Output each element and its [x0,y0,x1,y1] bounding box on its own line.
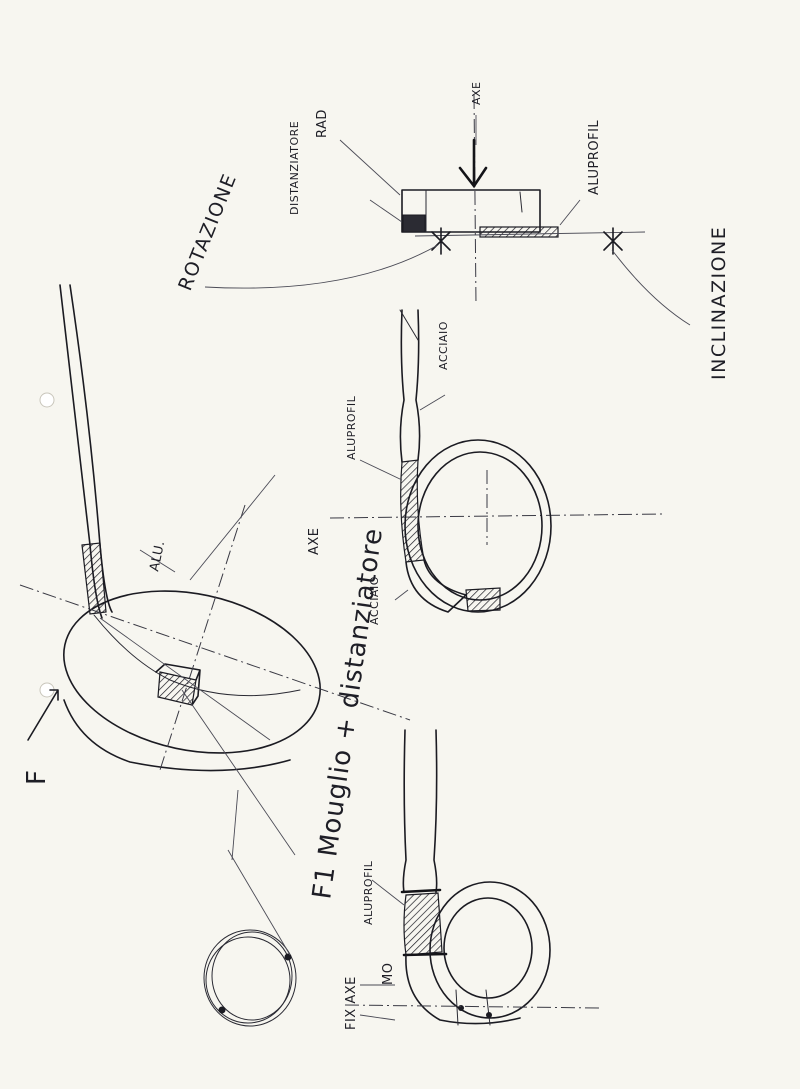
label-handwritten-caption: F1 Mouglio + distanziatore [307,526,389,901]
mid-axis-line [329,513,663,519]
small-circle-outer [203,929,297,1027]
label-aluprofil-top: ALUPROFIL [587,120,602,195]
aluprofil-strip [479,226,559,238]
aluprofil-perspective [81,542,107,615]
bottom-inner-ring [443,897,533,999]
label-force-symbol: F [22,769,52,785]
label-axe-top: AXE [470,81,483,105]
middle-ring-detail [329,309,663,613]
label-distanziatore-top: DISTANZIATORE [288,121,301,215]
punch-holes [39,392,55,698]
rope-band-top [400,888,442,894]
label-fix-axe: FIX AXE [344,976,359,1030]
outer-ring [404,439,552,613]
top-axis-line [473,94,477,306]
label-acciaio-mid: ACCIAIO [437,321,450,370]
label-aluprofil-bottom: ALUPROFIL [362,860,375,925]
label-rad: RAD [315,109,330,138]
distanziatore-block [402,214,426,233]
small-circle-dot-right [284,953,292,961]
bottom-outer-ring [429,881,551,1019]
small-circle-sketch [203,789,297,1027]
label-mo: MO [381,963,396,985]
force-arrow-icon [27,689,59,741]
label-acciaio-low: ACCIAIO [368,576,381,625]
perspective-wheel-sketch [19,284,411,856]
bottom-ring-detail [344,729,601,1026]
label-aluprofil-mid: ALUPROFIL [345,395,358,460]
binder-hole-top-icon [39,392,55,408]
label-rotazione: ROTAZIONE [174,170,241,294]
rope-band-bottom [402,952,448,957]
wheel-ellipse [63,590,321,754]
aluprofil-bottom [403,892,443,956]
label-axe-mid: AXE [307,527,322,555]
bottom-axis-line [344,1004,601,1009]
rope-bottom-left [402,729,407,893]
inner-ring [417,451,543,601]
small-circle-dot-left [218,1006,226,1014]
label-alu-perspective: ALU. [147,539,168,573]
clamp-block-mid [465,587,501,612]
pivot-right-icon [603,227,623,255]
label-inclinazione: INCLINAZIONE [708,226,730,380]
top-section-detail [204,94,691,326]
rope-left-edge [399,309,405,463]
bottom-base-contour [405,954,521,1025]
load-arrow-icon [458,138,488,189]
rad-section [401,189,541,233]
spacer-cube-edges [155,663,201,706]
aluprofil-wrap-mid [400,459,425,563]
rope-bottom-wrap [405,559,467,613]
